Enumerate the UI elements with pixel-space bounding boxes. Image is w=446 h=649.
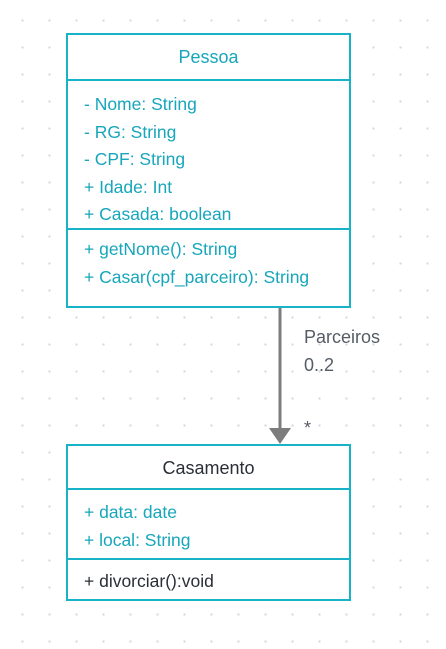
class-pessoa[interactable]: Pessoa - Nome: String - RG: String - CPF…: [66, 33, 351, 308]
association-arrowhead-icon: [269, 428, 291, 444]
association-target-multiplicity: *: [304, 418, 312, 438]
class-casamento-operations: + divorciar():void: [68, 558, 349, 596]
operation-getnome: + getNome(): String: [84, 239, 238, 259]
class-pessoa-operations: + getNome(): String + Casar(cpf_parceiro…: [68, 228, 349, 291]
association-source-multiplicity: 0..2: [304, 355, 335, 375]
attribute-casada: + Casada: boolean: [84, 204, 232, 224]
attribute-idade: + Idade: Int: [84, 176, 173, 197]
class-pessoa-name: Pessoa: [178, 47, 239, 67]
attribute-cpf: - CPF: String: [84, 149, 186, 169]
attribute-nome: - Nome: String: [84, 94, 197, 114]
attribute-local: + local: String: [84, 529, 191, 550]
operation-casar: + Casar(cpf_parceiro): String: [84, 266, 310, 287]
attribute-rg: - RG: String: [84, 121, 177, 142]
attribute-data: + data: date: [84, 502, 177, 522]
class-casamento-attributes: + data: date + local: String: [68, 488, 349, 558]
class-casamento-name: Casamento: [162, 458, 255, 478]
class-casamento[interactable]: Casamento + data: date + local: String +…: [66, 444, 351, 601]
operation-divorciar: + divorciar():void: [84, 571, 214, 591]
association-role-label: Parceiros: [304, 327, 381, 347]
class-pessoa-attributes: - Nome: String - RG: String - CPF: Strin…: [68, 79, 349, 228]
